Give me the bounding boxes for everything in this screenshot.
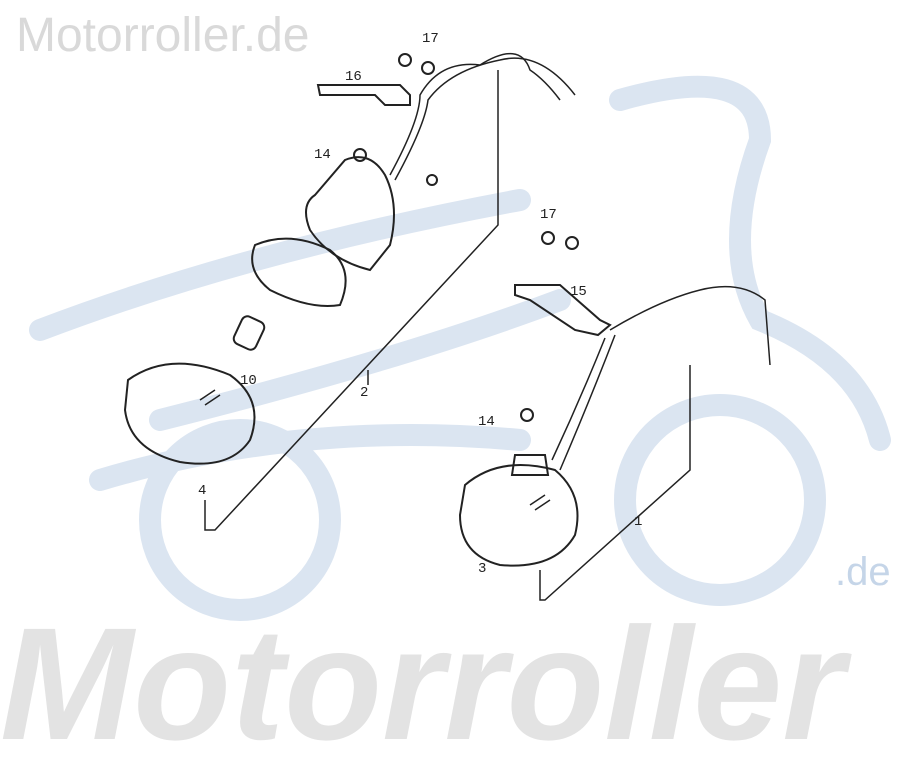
part-label-2: 2 xyxy=(360,385,368,401)
part-label-14-left: 14 xyxy=(314,147,331,163)
part-label-17-right: 17 xyxy=(540,207,557,223)
part-label-17-left: 17 xyxy=(422,31,439,47)
part-label-16: 16 xyxy=(345,69,362,85)
part-label-1: 1 xyxy=(634,514,642,530)
part-label-10: 10 xyxy=(240,373,257,389)
part-label-15: 15 xyxy=(570,284,587,300)
watermark-domain-suffix: .de xyxy=(835,550,891,594)
scooter-watermark xyxy=(29,75,891,621)
right-turn-signal-assembly xyxy=(458,231,771,601)
left-turn-signal-assembly xyxy=(123,52,576,531)
part-label-14-right: 14 xyxy=(478,414,495,430)
watermark-logo-small: Motorroller.de xyxy=(16,9,310,62)
part-label-3: 3 xyxy=(478,561,486,577)
part-label-4: 4 xyxy=(198,483,206,499)
watermark-logo-large: Motorroller xyxy=(0,594,845,773)
